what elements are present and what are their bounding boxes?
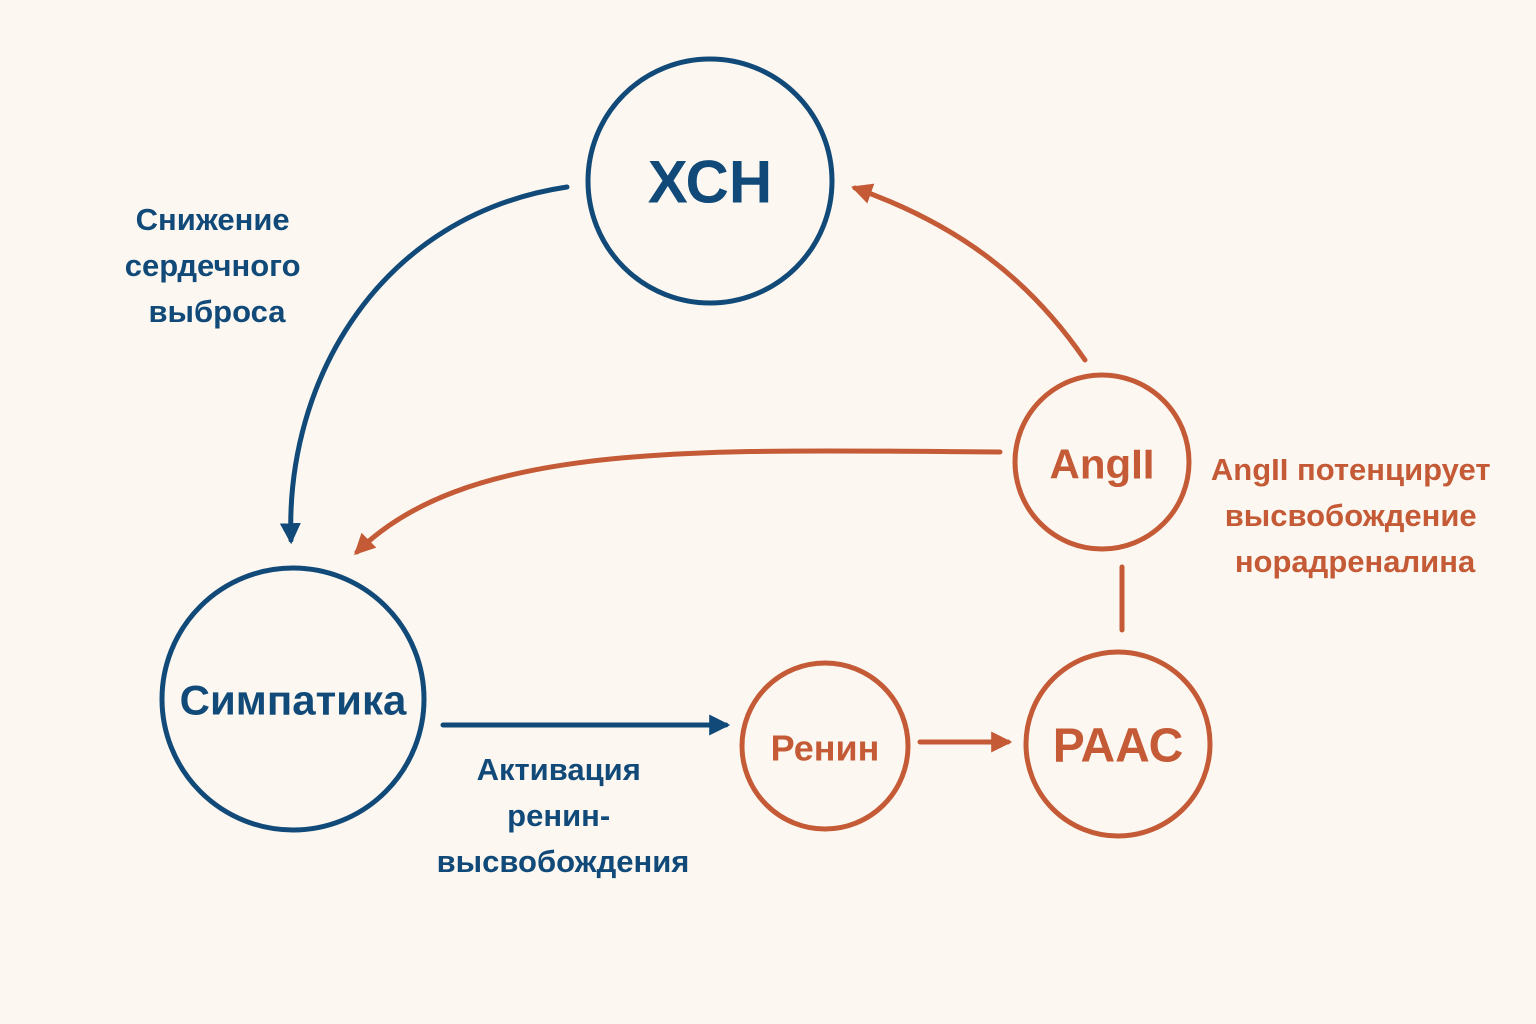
- node-sympathetic-label: Симпатика: [180, 677, 407, 724]
- node-sympathetic: Симпатика: [159, 565, 427, 833]
- node-sympathetic-circle: [159, 565, 427, 833]
- label-angii-potentiates: AngII потенцирует высвобождение норадрен…: [1211, 452, 1499, 579]
- node-angii-label: AngII: [1050, 441, 1155, 488]
- label-cardiac-output: Снижение сердечного выброса: [125, 202, 310, 329]
- label-renin-release-line-2: ренин-: [507, 798, 610, 833]
- node-renin: Ренин: [739, 660, 911, 832]
- node-angii-circle: [1012, 372, 1192, 552]
- node-angii: AngII: [1012, 372, 1192, 552]
- node-renin-label: Ренин: [771, 728, 880, 769]
- label-angii-potentiates-line-2: высвобождение: [1225, 498, 1477, 533]
- node-raas-circle: [1023, 649, 1213, 839]
- label-cardiac-output-line-3: выброса: [148, 294, 286, 329]
- node-renin-circle: [739, 660, 911, 832]
- label-cardiac-output-line-1: Снижение: [136, 202, 290, 237]
- arrow-chf-to-sympathetic: [279, 184, 570, 545]
- arrow-angii-to-sympathetic: [354, 448, 1003, 555]
- node-raas-label: РААС: [1053, 720, 1184, 773]
- node-chf: ХСН: [585, 56, 835, 306]
- label-renin-release-line-3: высвобождения: [437, 844, 690, 879]
- label-cardiac-output-line-2: сердечного: [125, 248, 301, 283]
- label-renin-release: Активация ренин- высвобождения: [437, 752, 690, 879]
- arrow-angii-to-chf: [851, 183, 1088, 363]
- node-chf-circle: [585, 56, 835, 306]
- label-renin-release-line-1: Активация: [477, 752, 641, 787]
- node-chf-label: ХСН: [648, 149, 772, 216]
- label-angii-potentiates-line-1: AngII потенцирует: [1211, 452, 1491, 487]
- label-angii-potentiates-line-3: норадреналина: [1235, 544, 1476, 579]
- node-raas: РААС: [1023, 649, 1213, 839]
